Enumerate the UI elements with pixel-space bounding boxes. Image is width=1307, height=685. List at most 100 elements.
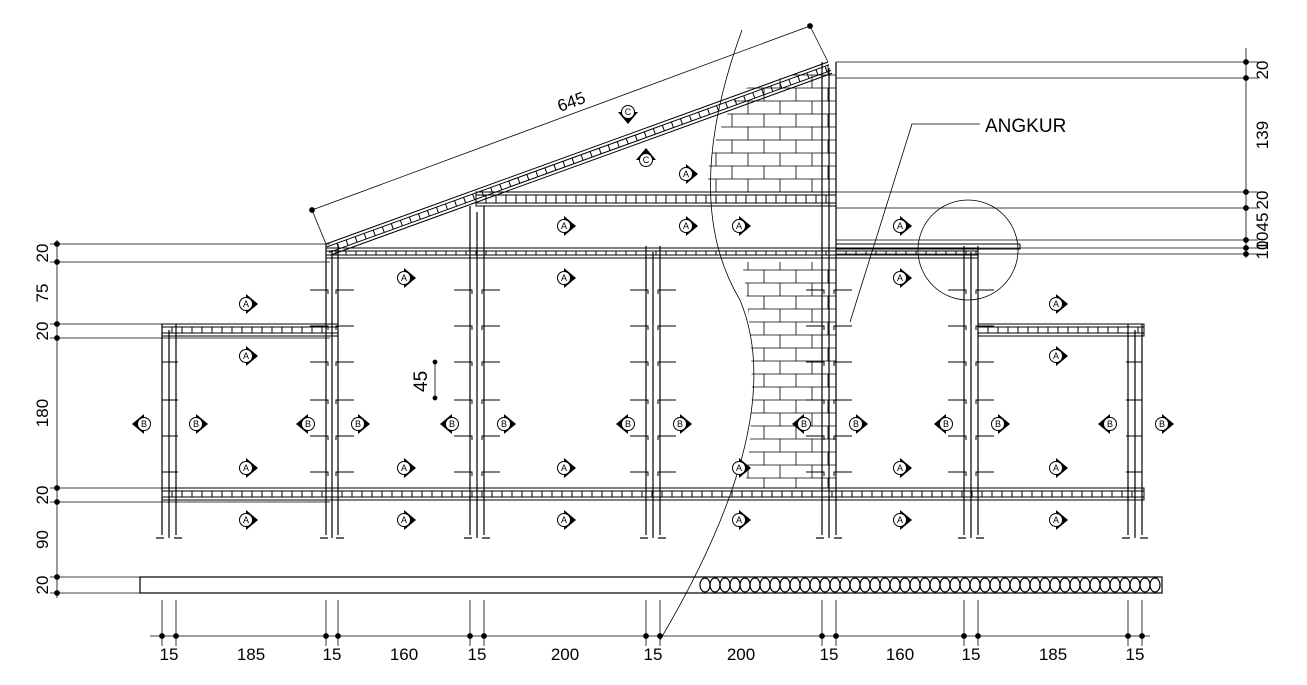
rebar-hook <box>454 361 473 366</box>
stone-layer <box>939 577 951 593</box>
rebar-hook <box>833 361 852 366</box>
mark-b-right-4-letter: B <box>853 419 859 429</box>
roof-beam-hatch <box>679 118 683 125</box>
mark-a-lower-5: A <box>1049 458 1068 478</box>
roof-beam-hatch <box>761 89 765 96</box>
ring-beam <box>325 247 979 259</box>
rebar-hook <box>657 289 676 294</box>
stone-layer <box>759 577 771 593</box>
roof-beam-hatch <box>381 226 385 233</box>
rebar-hook <box>975 435 994 440</box>
mark-a-upper-0-circle <box>397 271 411 285</box>
rebar-hook <box>630 289 649 294</box>
mark-b-right-3-circle <box>673 417 687 431</box>
rebar-hook <box>630 399 649 404</box>
roof-beam-hatch <box>517 177 521 184</box>
right-dimension-5: 10 <box>1253 241 1272 260</box>
mark-b-right-0-letter: B <box>193 419 199 429</box>
roof-beam-hatch <box>752 92 756 99</box>
roof-beam-hatch <box>426 210 430 217</box>
mark-b-right-6-letter: B <box>1159 419 1165 429</box>
mark-b-left-1-letter: B <box>305 419 311 429</box>
roof-beam-hatch <box>363 233 367 240</box>
left-dim-tick <box>54 259 60 265</box>
rebar-hook <box>833 435 852 440</box>
rebar-hook <box>948 289 967 294</box>
canopy-slab <box>835 243 1021 250</box>
roof-beam-hatch <box>408 216 412 223</box>
roof-beam-hatch <box>417 213 421 220</box>
mark-a-peak: A <box>679 164 698 184</box>
roof-beam-hatch <box>499 184 503 191</box>
roof-beam-hatch <box>616 141 620 148</box>
stone-layer <box>1049 577 1061 593</box>
rebar-hook <box>806 289 825 294</box>
mark-a-bottom-3-circle <box>732 513 746 527</box>
right-dim-tick <box>1243 251 1249 257</box>
rebar-hook <box>481 471 500 476</box>
mark-a-upper-2-circle <box>893 271 907 285</box>
left-dimension-1: 75 <box>33 284 52 303</box>
mark-a-top-0-letter: A <box>561 221 567 231</box>
roof-beam-inner <box>326 64 830 248</box>
stone-layer <box>1149 577 1161 593</box>
bottom-dim-tick <box>833 633 839 639</box>
mark-b-right-1-letter: B <box>355 419 361 429</box>
mark-a-upper-2-letter: A <box>897 273 903 283</box>
dimension-lines-layer <box>50 23 1258 646</box>
rebar-hook <box>975 325 994 330</box>
mark-b-right-2: B <box>497 414 516 434</box>
mark-b-left-3-circle <box>621 417 635 431</box>
mark-a-top-0: A <box>557 216 576 236</box>
bottom-dimension-12: 15 <box>1126 645 1145 664</box>
mark-a-right-mid-circle <box>1049 349 1063 363</box>
mark-a-lower-0-circle <box>239 461 253 475</box>
beams-layer <box>161 61 1145 501</box>
stone-layer <box>719 577 731 593</box>
mark-a-bottom-0-letter: A <box>243 515 249 525</box>
mark-a-bottom-5-letter: A <box>1053 515 1059 525</box>
rebar-hook <box>335 435 354 440</box>
stone-layer <box>1039 577 1051 593</box>
mark-b-left-0: B <box>132 414 151 434</box>
stone-layer <box>1009 577 1021 593</box>
stone-layer <box>999 577 1011 593</box>
mark-b-left-5-letter: B <box>943 419 949 429</box>
left-dim-tick <box>54 590 60 596</box>
rebar-hook <box>454 325 473 330</box>
stone-layer <box>919 577 931 593</box>
mark-b-right-2-letter: B <box>501 419 507 429</box>
mark-a-top-3-letter: A <box>897 221 903 231</box>
mark-a-lower-2-circle <box>557 461 571 475</box>
rebar-hook <box>454 435 473 440</box>
rebar-hook <box>833 325 852 330</box>
stone-layer <box>849 577 861 593</box>
bottom-dim-tick <box>159 633 165 639</box>
roof-beam-hatch <box>625 138 629 145</box>
stone-layer <box>1069 577 1081 593</box>
brick-infill-layer <box>708 62 836 488</box>
roof-beam-hatch <box>463 197 467 204</box>
stone-layer <box>1109 577 1121 593</box>
right-dim-tick <box>1243 75 1249 81</box>
bottom-dim-tick <box>1125 633 1131 639</box>
mark-a-lower-1-circle <box>397 461 411 475</box>
mark-b-right-4-circle <box>849 417 863 431</box>
mark-a-lower-0: A <box>239 458 258 478</box>
rebar-hook <box>310 289 329 294</box>
bottom-dim-tick <box>467 633 473 639</box>
roof-beam-hatch <box>472 193 476 200</box>
bottom-dimension-7: 200 <box>727 645 755 664</box>
roof-beam-hatch <box>589 151 593 158</box>
mark-b-left-3-letter: B <box>625 419 631 429</box>
roof-beam-hatch <box>345 239 349 246</box>
mark-a-lower-3-letter: A <box>736 463 742 473</box>
mark-a-right-top-letter: A <box>1053 299 1059 309</box>
stone-layer <box>739 577 751 593</box>
roof-beam-hatch <box>336 243 340 249</box>
mark-b-right-5: B <box>991 414 1010 434</box>
rebar-hook <box>310 361 329 366</box>
rebar-hook <box>833 399 852 404</box>
mark-a-bottom-1-circle <box>397 513 411 527</box>
